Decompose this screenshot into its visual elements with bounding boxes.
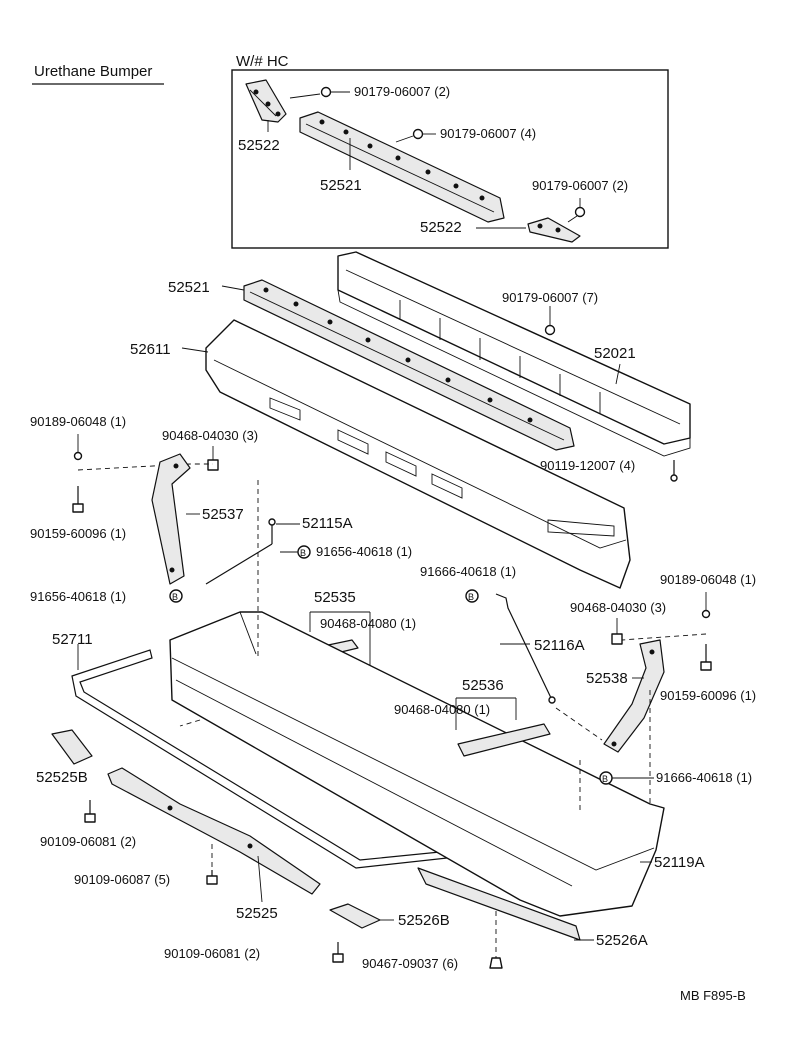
nut-icon xyxy=(289,86,350,99)
bracket-52538-drawing xyxy=(603,639,665,753)
part-52535: 52535 xyxy=(314,589,356,606)
fastener-90189-06048-right: 90189-06048 (1) xyxy=(660,572,756,587)
part-52521: 52521 xyxy=(168,279,210,296)
rod-52116A-drawing xyxy=(495,593,556,704)
part-52021: 52021 xyxy=(594,345,636,362)
fastener-90468-04080-a: 90468-04080 (1) xyxy=(320,616,416,631)
fastener-90179-06007-d: 90179-06007 (7) xyxy=(502,290,598,305)
bracket-52526B-drawing xyxy=(329,903,381,929)
fastener-90179-06007-c: 90179-06007 (2) xyxy=(532,178,628,193)
part-52538: 52538 xyxy=(586,670,628,687)
part-52522-lower: 52522 xyxy=(420,219,462,236)
clip-icon xyxy=(207,446,219,471)
fastener-91666-40618-lower: 91666-40618 (1) xyxy=(656,770,752,785)
part-52526B: 52526B xyxy=(398,912,450,929)
part-52537: 52537 xyxy=(202,506,244,523)
part-52536: 52536 xyxy=(462,677,504,694)
bracket-52525-drawing xyxy=(107,767,321,895)
marker-b-icon: B xyxy=(599,771,613,785)
bracket-52522-upper-drawing xyxy=(245,79,287,132)
bolt-icon xyxy=(700,644,712,671)
nut-icon xyxy=(395,128,436,143)
nut-icon xyxy=(544,306,556,336)
part-52526A: 52526A xyxy=(596,932,648,949)
part-52521-inset: 52521 xyxy=(320,177,362,194)
diagram-title: Urethane Bumper xyxy=(34,63,152,80)
screw-icon xyxy=(701,592,711,619)
fastener-90159-60096-left: 90159-60096 (1) xyxy=(30,526,126,541)
fastener-90179-06007-a: 90179-06007 (2) xyxy=(354,84,450,99)
part-52611: 52611 xyxy=(130,341,171,358)
clip-icon xyxy=(611,618,623,645)
part-52522-upper: 52522 xyxy=(238,137,280,154)
fastener-90159-60096-right: 90159-60096 (1) xyxy=(660,688,756,703)
fastener-90109-06081-a: 90109-06081 (2) xyxy=(40,834,136,849)
bolt-icon xyxy=(72,486,84,513)
marker-b-letter: B xyxy=(300,548,306,558)
fastener-90189-06048-left: 90189-06048 (1) xyxy=(30,414,126,429)
part-52116A: 52116A xyxy=(534,637,585,654)
fastener-91666-40618-upper: 91666-40618 (1) xyxy=(420,564,516,579)
nut-icon xyxy=(567,198,586,223)
part-52711: 52711 xyxy=(52,631,93,648)
fastener-90468-04030-right: 90468-04030 (3) xyxy=(570,600,666,615)
bolt-icon xyxy=(332,942,344,963)
fastener-90468-04030-left: 90468-04030 (3) xyxy=(162,428,258,443)
reinforcement-52521-drawing xyxy=(243,279,575,451)
part-52115A: 52115A xyxy=(302,515,353,532)
bolt-icon xyxy=(206,870,218,885)
fastener-90109-06087: 90109-06087 (5) xyxy=(74,872,170,887)
bolt-icon xyxy=(84,800,96,823)
part-52525: 52525 xyxy=(236,905,278,922)
fastener-90119-12007: 90119-12007 (4) xyxy=(540,458,635,473)
bracket-52537-drawing xyxy=(151,453,191,585)
fastener-90109-06081-b: 90109-06081 (2) xyxy=(164,946,260,961)
inset-box xyxy=(231,69,669,249)
marker-b-icon: B xyxy=(297,545,311,559)
bumper-52119A-drawing xyxy=(169,611,665,917)
part-52119A: 52119A xyxy=(654,854,705,871)
bolt-icon xyxy=(670,460,678,482)
bumper-cover-52611-drawing xyxy=(205,319,631,589)
spacer-52536-drawing xyxy=(457,723,551,757)
marker-b-letter: B xyxy=(468,592,474,602)
marker-b-letter: B xyxy=(602,774,608,784)
fastener-90467-09037: 90467-09037 (6) xyxy=(362,956,458,971)
bracket-52525B-drawing xyxy=(51,729,93,765)
diagram-code: MB F895-B xyxy=(680,988,746,1003)
marker-b-icon: B xyxy=(169,589,183,603)
part-52525B: 52525B xyxy=(36,769,88,786)
bracket-52522-lower-drawing xyxy=(527,217,581,243)
fastener-91656-40618-b: 91656-40618 (1) xyxy=(30,589,126,604)
marker-b-icon: B xyxy=(465,589,479,603)
rod-52115A-drawing xyxy=(205,518,276,585)
marker-b-letter: B xyxy=(172,592,178,602)
screw-icon xyxy=(73,434,83,461)
inset-title: W/# HC xyxy=(236,53,289,70)
reinforcement-52521-inset-drawing xyxy=(299,111,505,223)
retainer-52711-drawing xyxy=(71,649,503,869)
energy-absorber-52021-drawing xyxy=(337,251,691,457)
fastener-90179-06007-b: 90179-06007 (4) xyxy=(440,126,536,141)
clip-icon xyxy=(489,957,503,969)
fastener-90468-04080-b: 90468-04080 (1) xyxy=(394,702,490,717)
fastener-91656-40618-a: 91656-40618 (1) xyxy=(316,544,412,559)
